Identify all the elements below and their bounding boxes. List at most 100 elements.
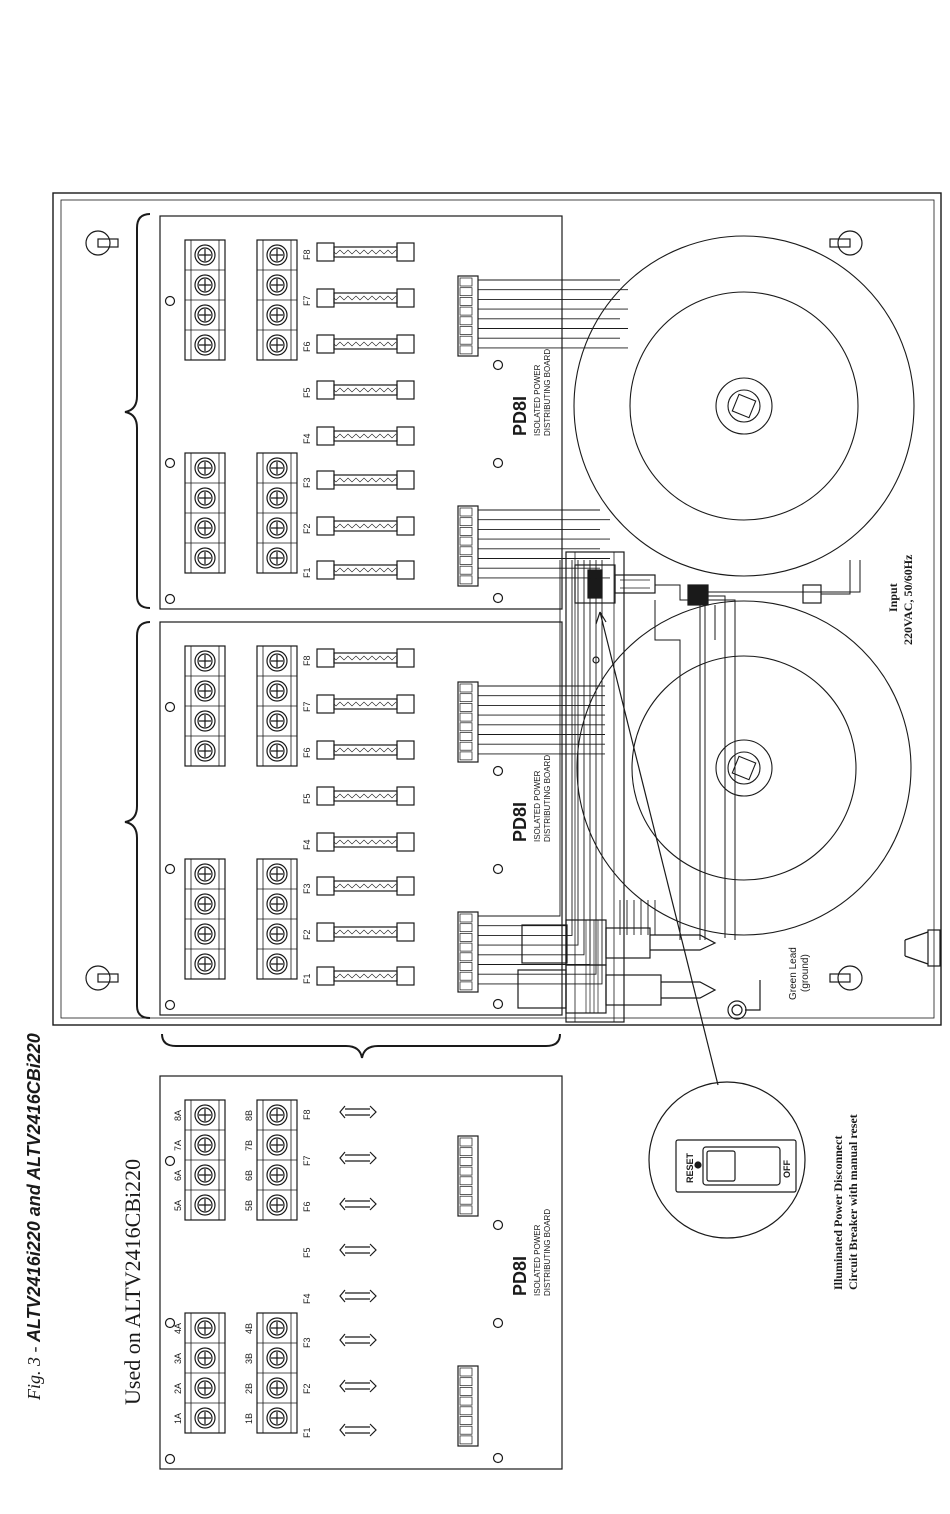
fuse-label: F5 [302, 793, 312, 804]
input-label-1: Input [886, 583, 900, 612]
connector-pin [459, 722, 473, 732]
fuse-cap [316, 380, 335, 400]
transformer-upper [573, 235, 915, 577]
fuse-label: F7 [302, 1155, 312, 1166]
fuse-label: F1 [302, 1427, 312, 1438]
fuse-element [333, 387, 397, 393]
screw-icon [266, 1317, 288, 1339]
input-connector [687, 584, 709, 606]
terminal-label-a: 1A [173, 1413, 183, 1424]
wire [478, 560, 597, 975]
board-outline [159, 621, 563, 1016]
fuse-glass [333, 292, 398, 304]
board-subtitle: ISOLATED POWER [533, 1224, 542, 1296]
screw-icon [194, 1194, 216, 1216]
terminal-block [184, 1099, 226, 1221]
fuse-clip [339, 1151, 377, 1165]
connector-pin [459, 981, 473, 991]
latch [927, 929, 941, 967]
fuse-glass [333, 246, 398, 258]
fuse-glass [333, 338, 398, 350]
fuse-label: F2 [302, 523, 312, 534]
connector-pin [459, 952, 473, 962]
transformer-lower [576, 600, 912, 936]
fuse-glass [333, 520, 398, 532]
terminal-label-b: 6B [244, 1170, 254, 1181]
keyhole-mount [85, 230, 119, 256]
mounting-hole [164, 457, 176, 469]
screw-icon [194, 680, 216, 702]
fuse [339, 1289, 377, 1303]
terminal-label-a: 3A [173, 1353, 183, 1364]
screw-icon [266, 1134, 288, 1156]
fuse-cap [396, 832, 415, 852]
connector-pin [459, 732, 473, 741]
fuse-element [333, 249, 397, 255]
fuse-clip [339, 1423, 377, 1437]
fuse-cap [316, 832, 335, 852]
fuse [339, 1197, 377, 1211]
connector-pin [459, 1157, 473, 1166]
fuse-clip [339, 1243, 377, 1257]
connector-pin [459, 1205, 473, 1215]
fuse-label: F7 [302, 295, 312, 306]
fuse-label: F1 [302, 567, 312, 578]
screw-icon [194, 710, 216, 732]
screw-icon [266, 740, 288, 762]
ground-stud [727, 980, 761, 1020]
ground-label-2: (ground) [800, 954, 811, 992]
fuse [316, 242, 415, 262]
screw-icon [266, 547, 288, 569]
fuse-element [333, 341, 397, 347]
screw-icon [266, 923, 288, 945]
screw-icon [194, 244, 216, 266]
screw-icon [266, 517, 288, 539]
fuse [339, 1423, 377, 1437]
connector-pin [459, 942, 473, 952]
connector-pin [459, 517, 473, 527]
board-connector [457, 1365, 479, 1447]
fuse-clip [339, 1379, 377, 1393]
connector-pin [459, 683, 473, 693]
connector-pin [459, 297, 473, 306]
mounting-hole [164, 1453, 176, 1465]
breaker-callout [648, 1081, 806, 1239]
terminal-block [256, 1099, 298, 1221]
fuse [316, 966, 415, 986]
fuse-cap [396, 426, 415, 446]
connector-pin [459, 933, 473, 942]
figure-caption: Fig. 3 - ALTV2416i220 and ALTV2416CBi220 [24, 1033, 44, 1401]
screw-icon [194, 1377, 216, 1399]
fuse [316, 380, 415, 400]
connector-pin [459, 1377, 473, 1387]
connector-body [457, 911, 479, 993]
connector-pin [459, 565, 473, 575]
screw-icon [194, 547, 216, 569]
connector-pin [459, 913, 473, 923]
connector-pin [459, 316, 473, 326]
connector-body [457, 681, 479, 763]
screw-icon [266, 1407, 288, 1429]
mounting-hole [164, 295, 176, 307]
mounting-hole [164, 863, 176, 875]
fuse [339, 1105, 377, 1119]
keyhole-mount [85, 965, 119, 991]
screw-icon [266, 710, 288, 732]
connector-pin [459, 1425, 473, 1435]
connector-pin [459, 287, 473, 297]
off-label: OFF [782, 1160, 792, 1178]
fuse-cap [396, 694, 415, 714]
fuse [316, 740, 415, 760]
fuse-glass [333, 970, 398, 982]
fuse-element [333, 839, 397, 845]
mounting-hole [164, 593, 176, 605]
fuse [339, 1379, 377, 1393]
mounting-hole [492, 457, 504, 469]
terminal-block [184, 452, 226, 574]
fuse-element [333, 433, 397, 439]
screw-icon [266, 304, 288, 326]
fuse-cap [396, 380, 415, 400]
fuse [339, 1333, 377, 1347]
